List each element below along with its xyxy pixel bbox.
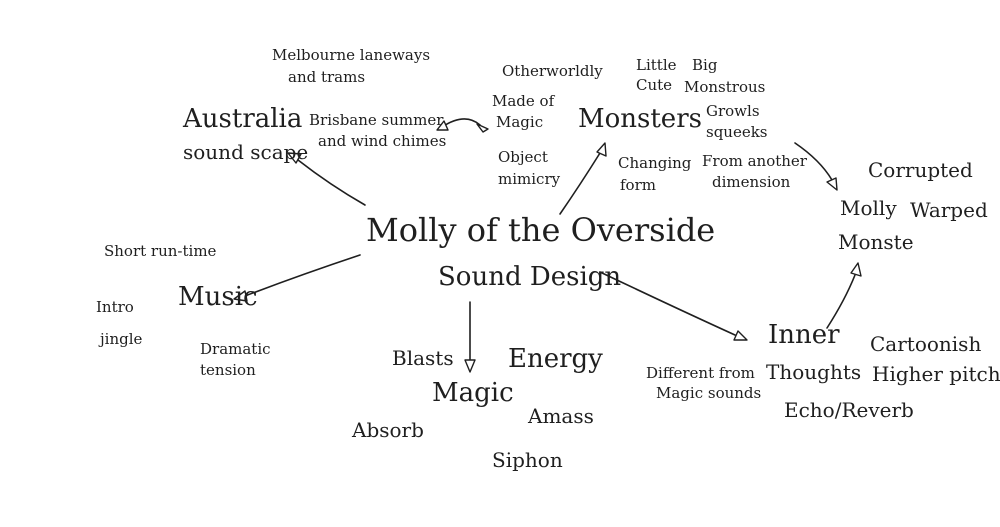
molly-monster-molly: Molly bbox=[840, 196, 897, 220]
growls-line1: Growls bbox=[706, 102, 760, 120]
arrowhead-molly-top bbox=[826, 177, 838, 191]
molly-monster-monste: Monste bbox=[838, 230, 914, 254]
intro-jingle-line1: Intro bbox=[96, 298, 134, 316]
arrowhead-australia bbox=[287, 152, 302, 164]
dramatic-tension-line2: tension bbox=[200, 361, 256, 379]
arrowhead-inner bbox=[733, 330, 748, 341]
edge-inner-molly bbox=[826, 274, 856, 329]
center-title-line1: Molly of the Overside bbox=[366, 211, 716, 249]
intro-jingle-line2: jingle bbox=[100, 330, 143, 348]
edge-center-music bbox=[244, 254, 361, 297]
object-mimicry-line1: Object bbox=[498, 148, 548, 166]
edge-monsters-molly bbox=[794, 142, 833, 181]
higher-pitch: Higher pitch bbox=[872, 362, 1000, 386]
brisbane-line1: Brisbane summer bbox=[309, 111, 444, 129]
center-title-line2: Sound Design bbox=[438, 262, 622, 292]
different-line2: Magic sounds bbox=[656, 384, 762, 402]
big-line1: Big bbox=[692, 56, 718, 74]
monsters-title: Monsters bbox=[578, 104, 702, 134]
absorb: Absorb bbox=[352, 418, 424, 442]
edge-brisbane-magic bbox=[441, 118, 481, 128]
another-dimension-line1: From another bbox=[702, 152, 807, 170]
changing-form-line2: form bbox=[620, 176, 656, 194]
cartoonish: Cartoonish bbox=[870, 332, 982, 356]
corrupted: Corrupted bbox=[868, 158, 973, 182]
object-mimicry-line2: mimicry bbox=[498, 170, 561, 188]
echo-reverb: Echo/Reverb bbox=[784, 398, 914, 422]
arrowhead-brisbane-left bbox=[436, 120, 449, 131]
blasts: Blasts bbox=[392, 346, 454, 370]
little-line2: Cute bbox=[636, 76, 673, 94]
arrowhead-monsters bbox=[596, 142, 607, 157]
inner-title-line1: Inner bbox=[768, 320, 840, 350]
short-runtime: Short run-time bbox=[104, 242, 217, 260]
australia-title: Australia bbox=[183, 104, 303, 134]
arrowhead-magic bbox=[464, 359, 476, 373]
changing-form-line1: Changing bbox=[618, 154, 692, 172]
music-title: Music bbox=[178, 282, 258, 312]
amass: Amass bbox=[528, 404, 594, 428]
australia-subtitle: sound scape bbox=[183, 140, 309, 164]
made-of-magic-line2: Magic bbox=[496, 113, 544, 131]
big-line2: Monstrous bbox=[684, 78, 766, 96]
dramatic-tension-line1: Dramatic bbox=[200, 340, 271, 358]
siphon: Siphon bbox=[492, 448, 563, 472]
little-line1: Little bbox=[636, 56, 677, 74]
energy: Energy bbox=[508, 344, 603, 374]
melbourne-line2: and trams bbox=[288, 68, 366, 86]
otherworldly: Otherworldly bbox=[502, 62, 603, 80]
brisbane-line2: and wind chimes bbox=[318, 132, 447, 150]
arrowhead-made-of-magic bbox=[476, 123, 489, 133]
inner-title-line2: Thoughts bbox=[766, 360, 862, 384]
edge-center-australia bbox=[297, 159, 366, 206]
edge-center-monsters bbox=[559, 152, 601, 215]
another-dimension-line2: dimension bbox=[712, 173, 791, 191]
edge-center-inner bbox=[599, 271, 736, 336]
melbourne-line1: Melbourne laneways bbox=[272, 46, 431, 64]
magic-title: Magic bbox=[432, 378, 514, 408]
warped: Warped bbox=[910, 198, 988, 222]
arrowhead-molly-bottom bbox=[850, 262, 862, 277]
arrowhead-music bbox=[233, 290, 248, 302]
different-line1: Different from bbox=[646, 364, 755, 382]
made-of-magic-line1: Made of bbox=[492, 92, 555, 110]
growls-line2: squeeks bbox=[706, 123, 768, 141]
